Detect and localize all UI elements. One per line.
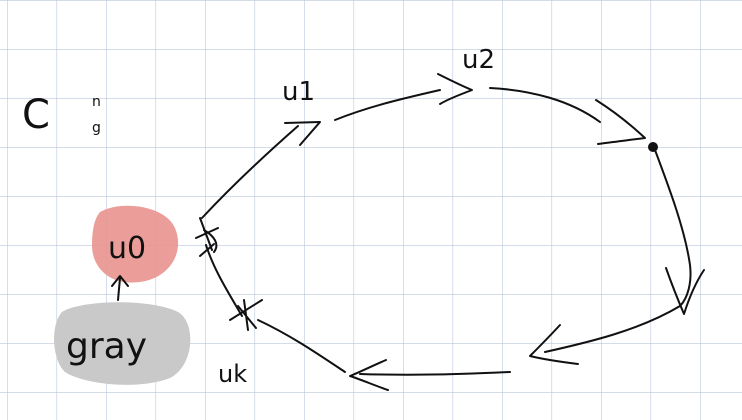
right-node: [648, 142, 658, 152]
cycle-edges: [111, 73, 705, 391]
cycle-sup-label: n: [92, 94, 101, 110]
u0-node-mark: [195, 217, 219, 257]
arrowhead-bottom-right: [529, 324, 579, 365]
u2-label: u2: [462, 45, 495, 75]
up-arrow-icon: [111, 275, 129, 301]
u0-label: u0: [108, 231, 146, 266]
edge-right-down: [654, 149, 692, 307]
arrowhead-bottom: [349, 359, 389, 391]
arrowhead-u2: [437, 73, 473, 105]
edge-bottom-right: [544, 305, 681, 353]
arrowhead-right: [595, 99, 646, 145]
cycle-sub-label: g: [92, 120, 101, 136]
u0-highlight: [92, 205, 179, 283]
edge-bottom: [359, 371, 511, 376]
arrowhead-down: [665, 267, 705, 315]
gray-label: gray: [66, 326, 147, 367]
edge-u1-u2: [334, 89, 441, 121]
cycle-symbol-label: C: [22, 92, 50, 138]
gray-highlight: [54, 302, 191, 385]
uk-node-mark: [229, 299, 263, 331]
edge-u0-u1: [201, 125, 299, 219]
arrowhead-u1: [284, 121, 321, 146]
edge-u2-right: [489, 87, 601, 123]
edge-uk-u0: [205, 244, 243, 317]
u1-label: u1: [282, 77, 315, 107]
edge-to-uk: [257, 319, 346, 373]
uk-label: uk: [218, 360, 247, 388]
